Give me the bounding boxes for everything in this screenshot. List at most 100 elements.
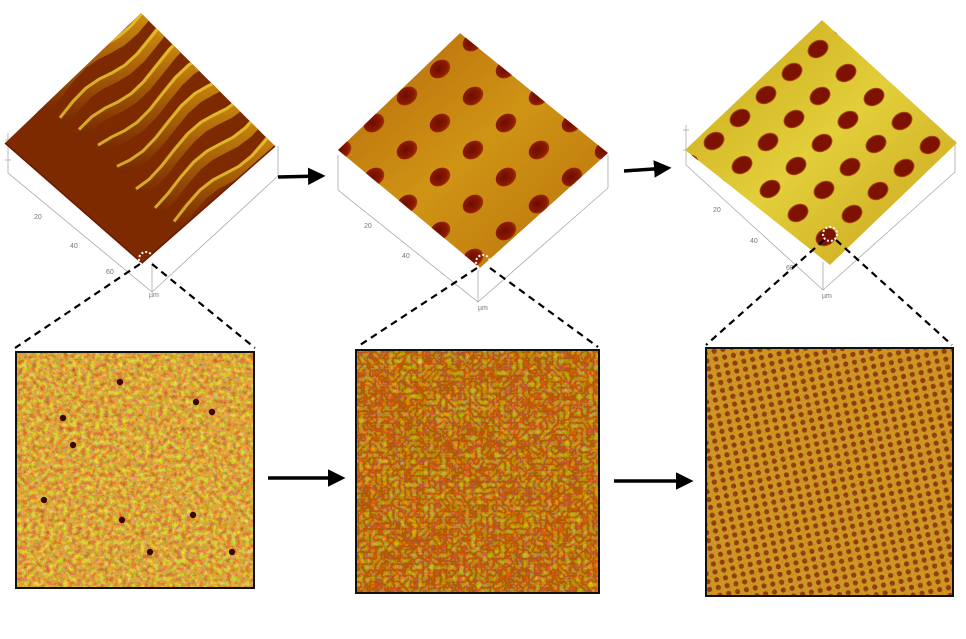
surface-pit <box>360 2 388 29</box>
surface-pit <box>624 218 652 245</box>
axis-tick-label: 20 <box>34 214 42 221</box>
surface-pit <box>594 86 608 106</box>
surface-pit <box>761 226 783 246</box>
surface-pit <box>495 113 517 133</box>
surface-pit <box>783 109 805 129</box>
surface-ridge <box>0 0 111 7</box>
surface-pit <box>429 113 451 133</box>
surface-pit <box>429 59 451 79</box>
surface-pit <box>731 155 753 175</box>
surface-ridge <box>5 13 136 25</box>
surface-pit <box>525 0 553 1</box>
surface-pit <box>685 60 695 80</box>
dark-pore <box>116 378 124 386</box>
surface-pit <box>657 137 685 164</box>
ridge-highlight <box>5 13 149 28</box>
surface-pit <box>624 56 652 83</box>
surface-pit <box>594 248 608 268</box>
surface-pit <box>943 65 957 85</box>
surface-pit <box>841 204 863 224</box>
surface-pit <box>396 140 418 160</box>
surface-pit <box>426 326 454 353</box>
afm-zoom-image-2 <box>355 349 600 594</box>
surface-pit <box>647 128 673 152</box>
surface-pit <box>426 272 454 299</box>
surface-pit <box>643 34 669 58</box>
surface-ridge <box>170 58 275 232</box>
surface-pit <box>917 88 939 108</box>
surface-pit <box>495 167 517 187</box>
surface-pit <box>807 39 829 59</box>
surface-pit <box>947 159 957 179</box>
dark-pore <box>118 516 126 524</box>
afm-zoom-image-3 <box>705 347 954 597</box>
zoom-marker-icon <box>138 251 154 267</box>
ridge-highlight <box>135 26 275 191</box>
surface-pit <box>528 194 550 214</box>
surface-pit <box>811 133 833 153</box>
surface-pit <box>703 131 725 151</box>
surface-pit <box>261 191 289 218</box>
dark-pore <box>40 496 48 504</box>
surface-pit <box>396 33 418 52</box>
surface-pit <box>645 81 671 105</box>
zoom-marker-icon <box>822 226 838 242</box>
surface-pit <box>889 64 911 84</box>
surface-pit <box>338 248 352 268</box>
dark-pore <box>59 414 67 422</box>
surface-pit <box>695 0 721 12</box>
axis-unit-label: µm <box>822 293 832 300</box>
surface-ridge <box>5 13 155 37</box>
surface-pit <box>949 206 957 226</box>
surface-pit <box>757 132 779 152</box>
surface-pit <box>685 20 693 33</box>
surface-pit <box>729 108 751 128</box>
dark-pore <box>69 441 77 449</box>
surface-pit <box>561 221 583 241</box>
surface-pit <box>871 320 897 344</box>
ridge-highlight <box>77 13 263 131</box>
surface-pit <box>685 248 703 265</box>
ridge-highlight <box>0 0 109 3</box>
surface-pit <box>763 318 789 342</box>
surface-pit <box>915 41 937 61</box>
axis-frame-2 <box>337 155 609 303</box>
afm-3d-panel-1: 20 40 60 µm <box>0 0 279 299</box>
surface-pit <box>558 272 586 299</box>
surface-pit <box>923 229 945 249</box>
surface-pit <box>363 221 385 241</box>
surface-pit <box>707 270 733 294</box>
surface-pit <box>803 0 829 14</box>
surface-pit <box>360 272 388 299</box>
surface-ridge <box>151 44 275 218</box>
surface-pit <box>591 80 617 104</box>
surface-pit <box>459 0 487 1</box>
surface-pit <box>459 299 487 326</box>
surface-pit <box>781 62 803 82</box>
surface-pits <box>261 0 685 353</box>
surface-pit <box>887 20 909 37</box>
surface-pit <box>651 222 677 246</box>
axis-unit-label: µm <box>149 292 159 299</box>
surface-pit <box>396 86 418 106</box>
axis-tick-label: 60 <box>786 265 794 272</box>
surface-pit <box>338 140 352 160</box>
surface-pit <box>863 87 885 107</box>
process-arrow-icon <box>623 160 672 178</box>
process-arrow-icon <box>277 167 326 186</box>
dark-pore <box>228 548 236 556</box>
ridge-highlight <box>153 45 275 209</box>
dark-pore <box>189 511 197 519</box>
surface-pit <box>891 111 913 131</box>
zoom-marker-icon <box>475 254 491 270</box>
axis-frame-3 <box>683 125 956 291</box>
surface-pit <box>951 253 957 265</box>
surface-pit <box>294 56 322 83</box>
axis-tick-label: 40 <box>402 253 410 260</box>
ridge-highlight <box>58 13 244 119</box>
surface-pit <box>492 272 520 299</box>
surface-pit <box>528 140 550 160</box>
surface-pit <box>261 83 289 110</box>
axis-tick-label: 40 <box>750 238 758 245</box>
surface-pit <box>429 167 451 187</box>
